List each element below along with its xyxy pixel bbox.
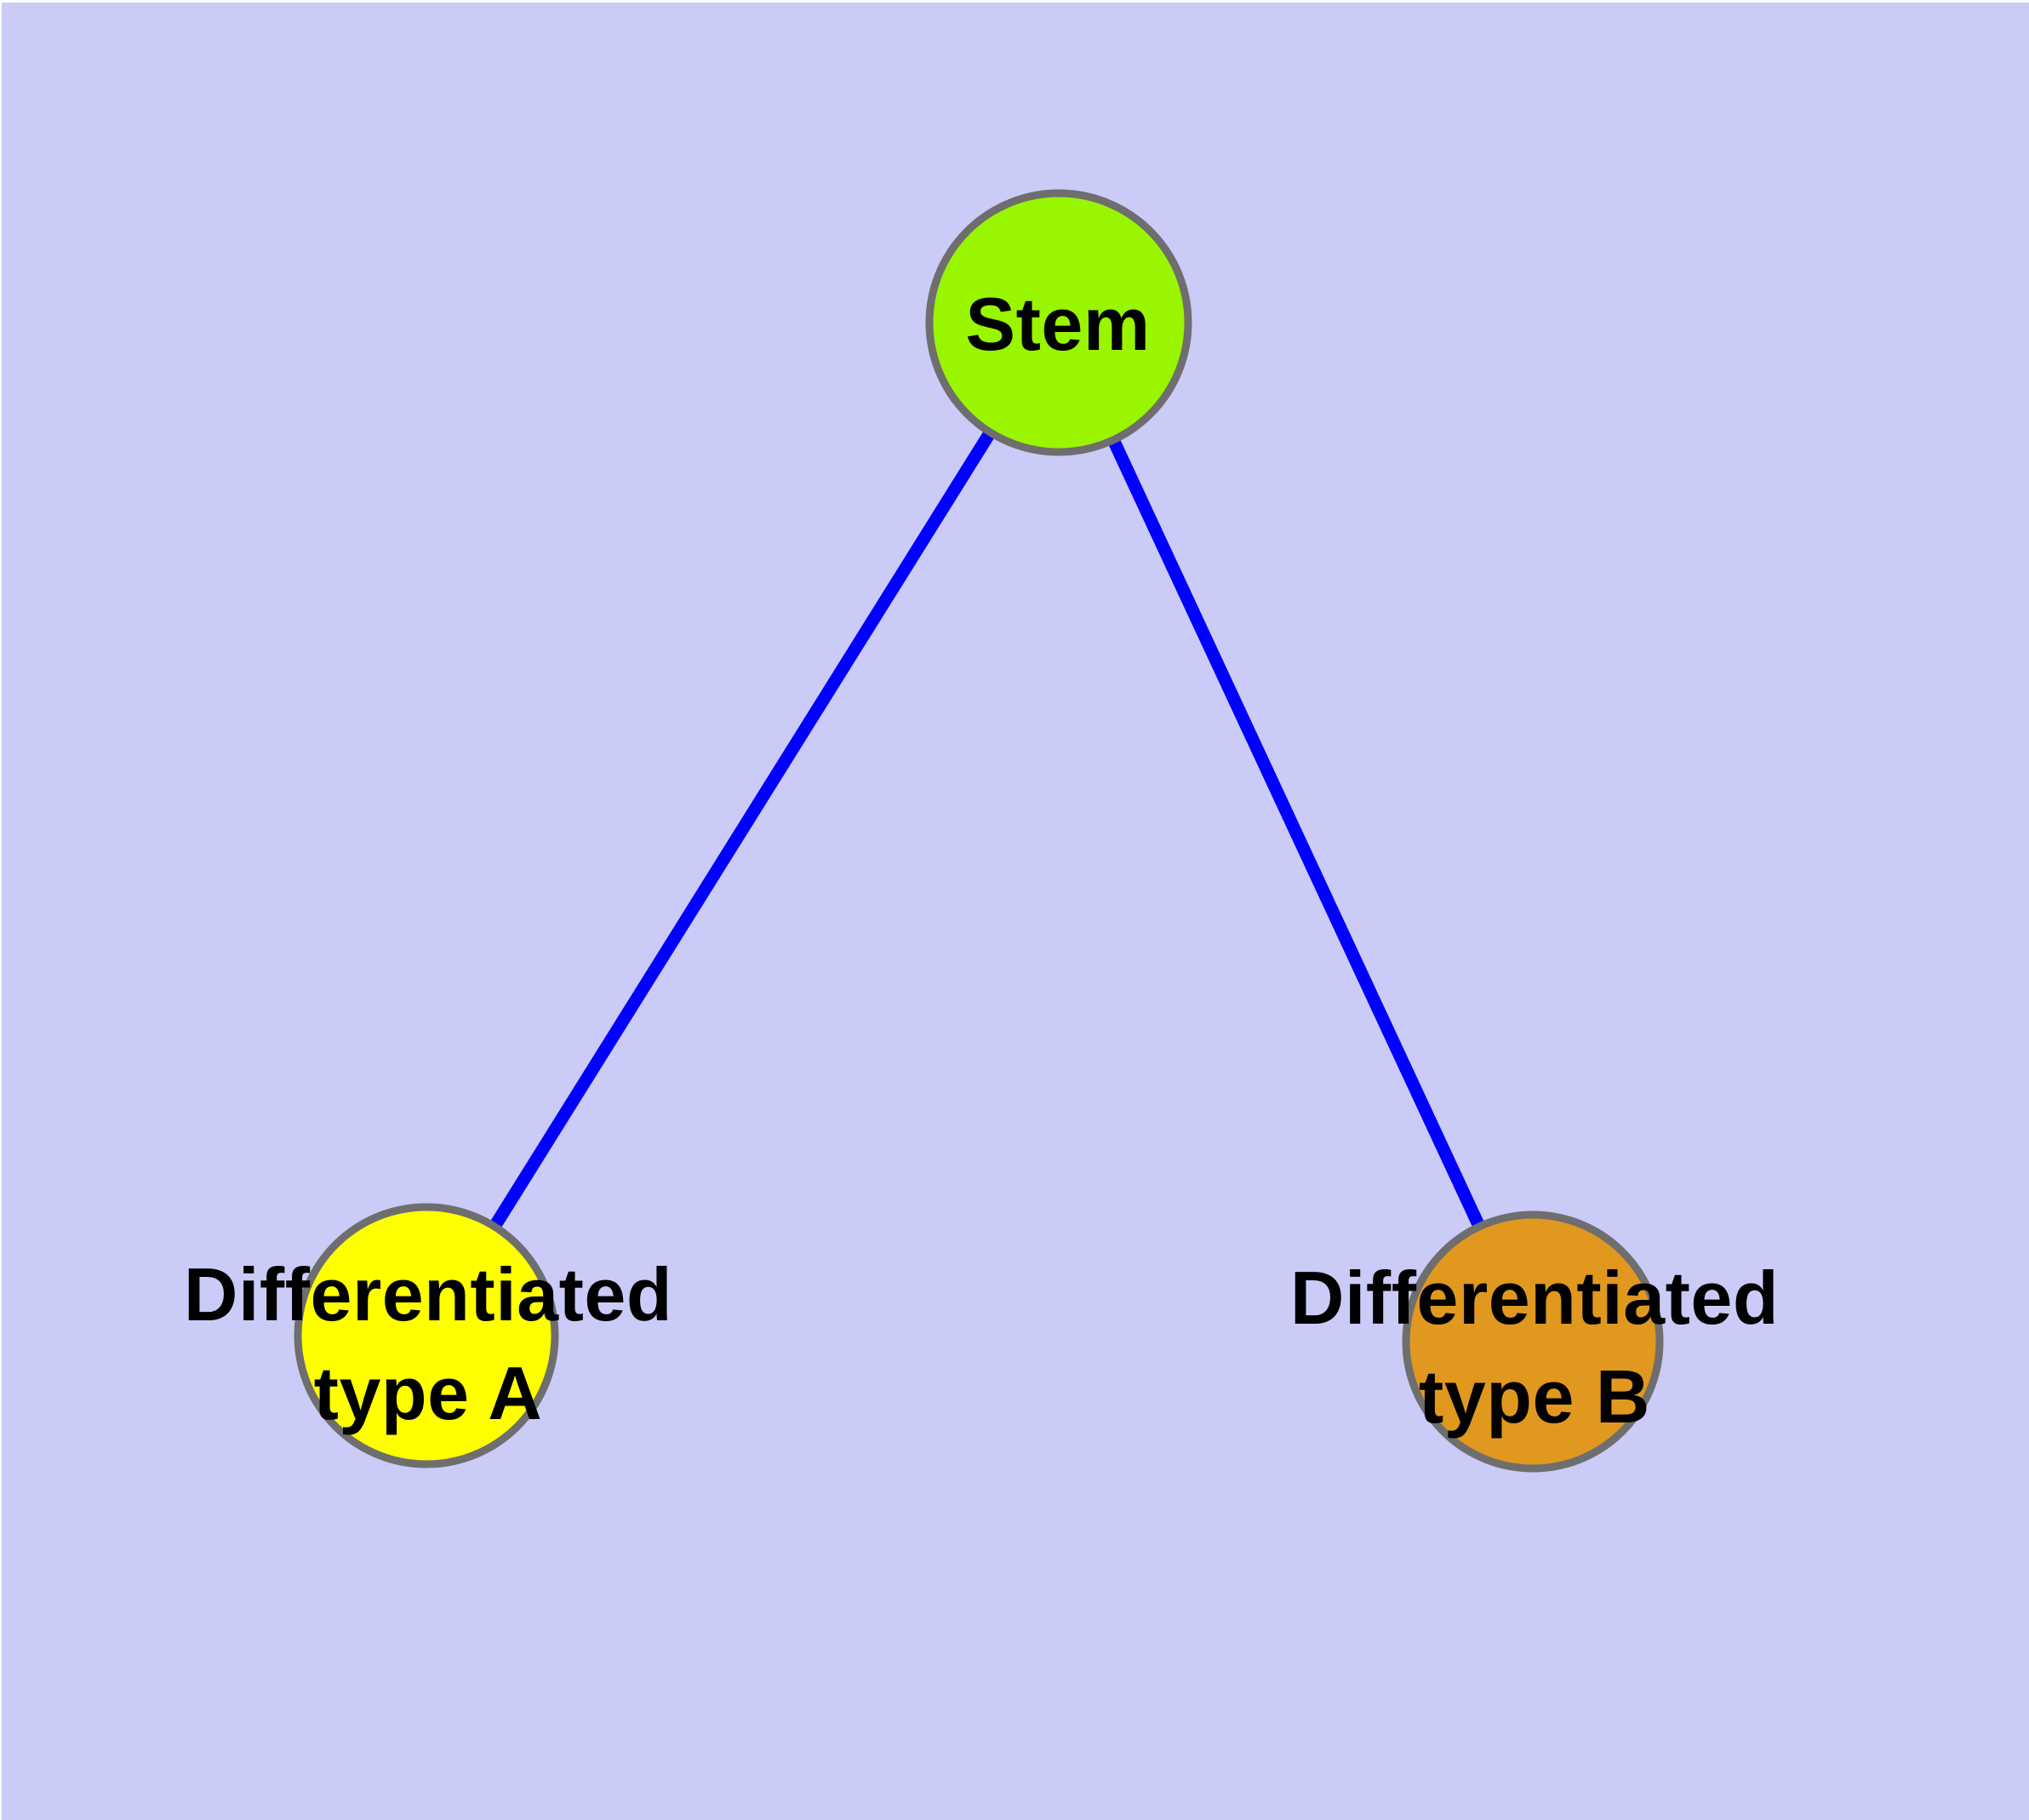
- node-differentiated-type-b-label-line2: type B: [1419, 1354, 1650, 1439]
- node-stem-label: Stem: [965, 275, 1150, 374]
- node-differentiated-type-a-circle: [294, 1203, 559, 1468]
- edge-stem-to-differentiated-type-a: [420, 319, 1065, 1339]
- node-differentiated-type-b-circle: [1402, 1210, 1664, 1473]
- node-differentiated-type-a-label-line2: type A: [313, 1351, 543, 1435]
- edge-stem-to-differentiated-type-b: [1053, 319, 1539, 1345]
- node-stem-circle: [925, 189, 1192, 456]
- graph-svg: [294, 189, 1664, 1473]
- node-differentiated-type-b-label: Differentiated type B: [1290, 1249, 1779, 1446]
- node-differentiated-type-b-label-line1: Differentiated: [1289, 1256, 1780, 1340]
- node-differentiated-type-a-label: Differentiated type A: [184, 1245, 672, 1443]
- plot-area: Stem Differentiated type A Differentiate…: [2, 3, 2029, 1820]
- node-stem-label-line1: Stem: [965, 282, 1151, 366]
- node-differentiated-type-a-label-line1: Differentiated: [183, 1252, 673, 1336]
